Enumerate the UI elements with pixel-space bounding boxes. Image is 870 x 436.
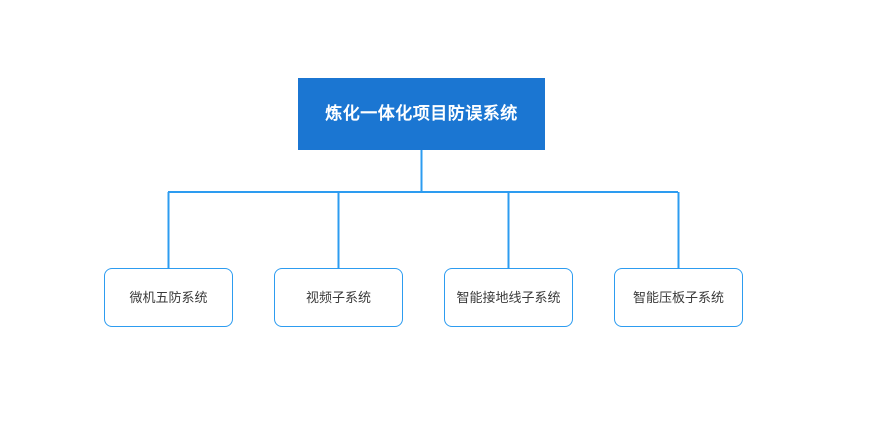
root-node[interactable]: 炼化一体化项目防误系统 — [298, 78, 545, 150]
child-node-1-label: 微机五防系统 — [129, 289, 208, 305]
child-node-2[interactable]: 视频子系统 — [274, 268, 403, 327]
child-node-1[interactable]: 微机五防系统 — [104, 268, 233, 327]
child-node-4[interactable]: 智能压板子系统 — [614, 268, 743, 327]
child-node-3[interactable]: 智能接地线子系统 — [444, 268, 573, 327]
root-node-label: 炼化一体化项目防误系统 — [325, 103, 518, 123]
child-node-4-label: 智能压板子系统 — [632, 289, 724, 305]
child-node-3-label: 智能接地线子系统 — [456, 289, 561, 305]
child-node-2-label: 视频子系统 — [305, 289, 371, 305]
